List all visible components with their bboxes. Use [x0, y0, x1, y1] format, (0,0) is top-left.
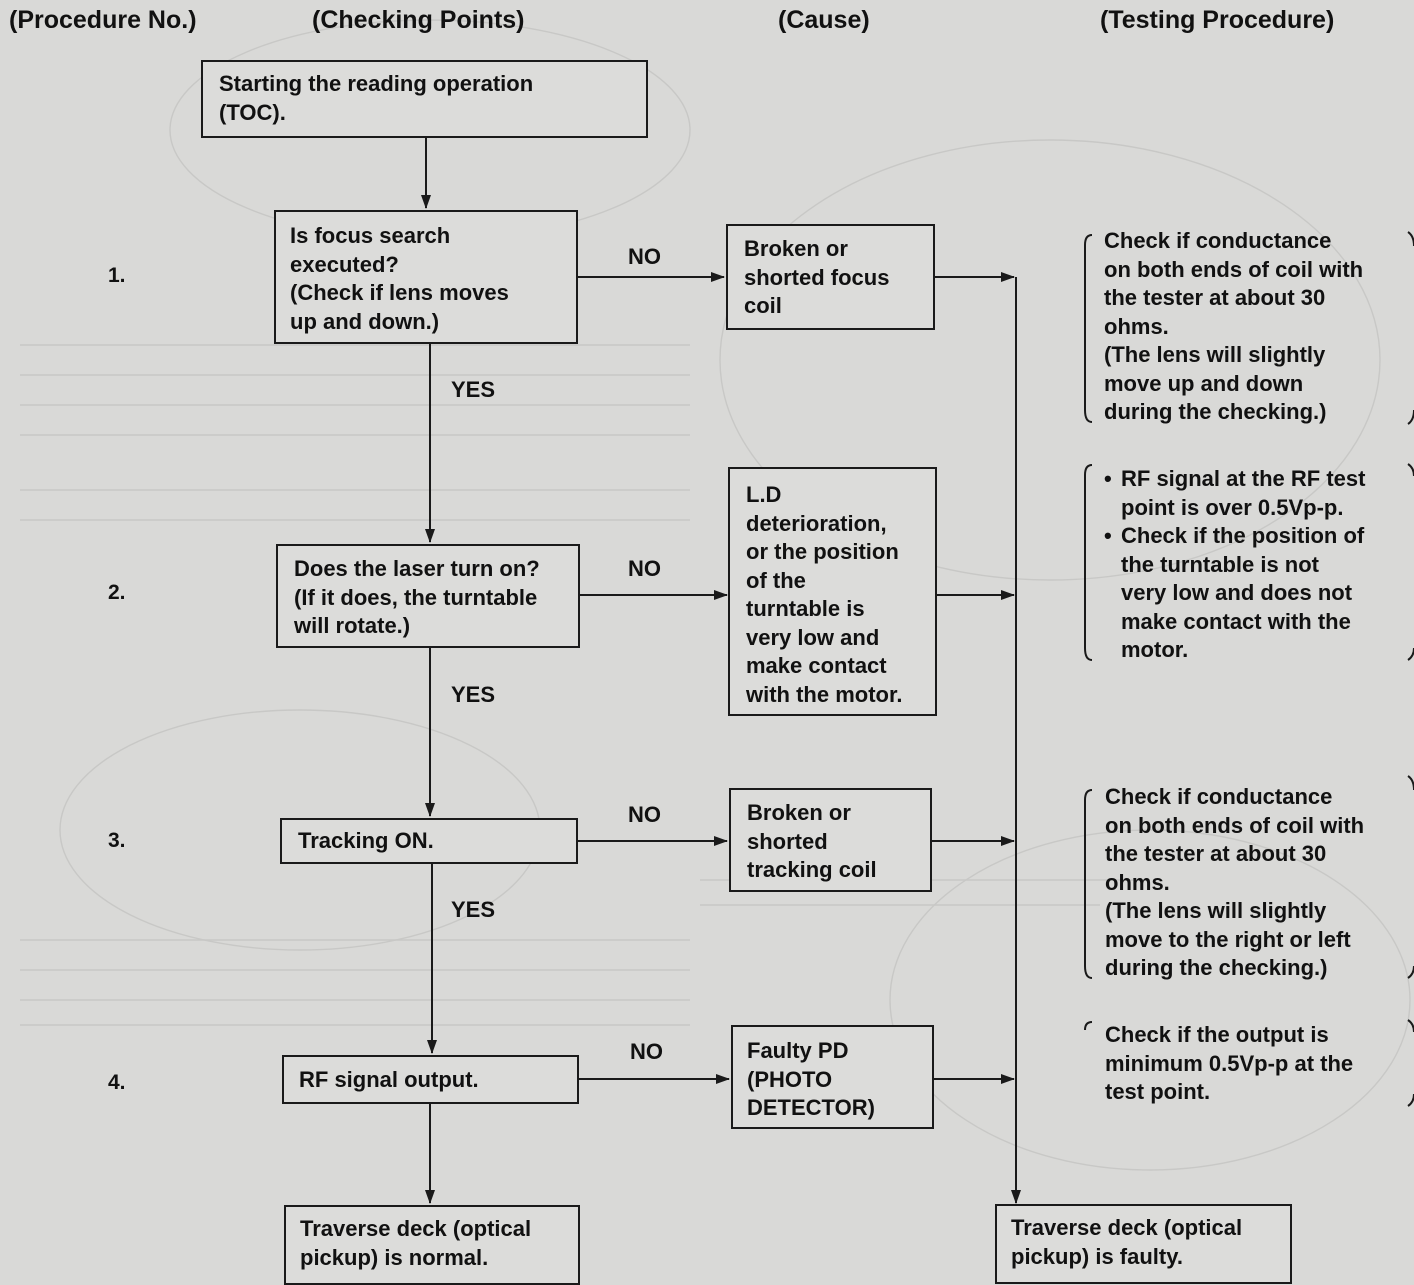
cause-box-focus-coil: Broken or shorted focus coil — [726, 224, 935, 330]
header-procedure-no: (Procedure No.) — [9, 6, 197, 34]
test-line: Check if conductance — [1104, 228, 1332, 253]
test-line: test point. — [1105, 1079, 1211, 1104]
no-label: NO — [630, 1039, 663, 1064]
header-checking-points: (Checking Points) — [312, 6, 525, 34]
start-box: Starting the reading operation (TOC). — [201, 60, 648, 138]
bullet-dot-icon: • — [1104, 523, 1112, 548]
test-procedure-2: • RF signal at the RF test point is over… — [1104, 465, 1365, 665]
step-number: 1. — [108, 264, 126, 287]
result-line: pickup) is normal. — [300, 1244, 489, 1270]
test-line: on both ends of coil with — [1104, 256, 1364, 282]
cause-line: Broken or — [744, 236, 848, 261]
result-box-normal: Traverse deck (optical pickup) is normal… — [284, 1205, 580, 1285]
check-box-tracking: Tracking ON. — [280, 818, 578, 864]
test-line: Check if conductance — [1105, 784, 1333, 809]
step-number: 2. — [108, 581, 126, 604]
cause-line: Broken or — [747, 800, 851, 825]
yes-label: YES — [451, 682, 496, 707]
step-number: 4. — [108, 1071, 126, 1094]
test-line: RF signal at the RF test — [1121, 466, 1366, 491]
no-label: NO — [628, 802, 661, 827]
no-label: NO — [628, 556, 661, 581]
check-line: Is focus search — [290, 223, 451, 248]
test-line: very low and does not — [1121, 580, 1353, 605]
test-procedure-1: Check if conductance on both ends of coi… — [1104, 227, 1363, 427]
test-bullet: • Check if the position of the turntable… — [1104, 522, 1365, 665]
check-box-laser: Does the laser turn on? (If it does, the… — [276, 544, 580, 648]
test-procedure-4: Check if the output is minimum 0.5Vp-p a… — [1105, 1021, 1353, 1107]
result-line: Traverse deck (optical — [1011, 1215, 1243, 1240]
cause-line: DETECTOR) — [747, 1095, 875, 1120]
result-line: pickup) is faulty. — [1011, 1243, 1183, 1269]
check-line: Tracking ON. — [298, 828, 434, 853]
test-bullet: • RF signal at the RF test point is over… — [1104, 465, 1365, 522]
yes-label: YES — [451, 377, 496, 402]
test-line: (The lens will slightly — [1104, 342, 1326, 367]
test-line: ohms. — [1105, 869, 1170, 895]
test-line: the tester at about 30 — [1105, 841, 1327, 866]
test-line: during the checking.) — [1105, 955, 1328, 980]
check-line: will rotate.) — [294, 613, 411, 638]
cause-line: make contact — [746, 653, 887, 678]
test-line: ohms. — [1104, 313, 1169, 339]
start-line: (TOC). — [219, 99, 286, 125]
cause-line: turntable is — [746, 596, 865, 621]
test-procedure-3: Check if conductance on both ends of coi… — [1105, 783, 1364, 983]
test-line: move up and down — [1104, 370, 1304, 396]
cause-line: shorted focus — [744, 264, 890, 290]
check-line: up and down.) — [290, 308, 440, 334]
test-line: point is over 0.5Vp-p. — [1121, 494, 1344, 520]
cause-line: (PHOTO — [747, 1066, 833, 1092]
test-line: minimum 0.5Vp-p at the — [1105, 1050, 1354, 1076]
cause-line: shorted — [747, 828, 828, 854]
result-box-faulty: Traverse deck (optical pickup) is faulty… — [995, 1204, 1292, 1284]
test-line: motor. — [1121, 637, 1189, 662]
step-number: 3. — [108, 829, 126, 852]
cause-line: with the motor. — [746, 681, 903, 707]
cause-box-laser-diode: L.D deterioration, or the position of th… — [728, 467, 937, 716]
check-box-focus-search: Is focus search executed? (Check if lens… — [274, 210, 578, 344]
test-line: during the checking.) — [1104, 399, 1327, 424]
check-line: Does the laser turn on? — [294, 556, 540, 581]
cause-box-photo-detector: Faulty PD (PHOTO DETECTOR) — [731, 1025, 934, 1129]
test-line: make contact with the — [1121, 608, 1351, 634]
test-line: move to the right or left — [1105, 926, 1351, 952]
test-line: the turntable is not — [1121, 551, 1319, 577]
test-line: Check if the output is — [1105, 1022, 1329, 1047]
check-line: executed? — [290, 251, 399, 277]
cause-line: L.D — [746, 482, 782, 507]
check-line: (Check if lens moves — [290, 280, 509, 305]
cause-line: coil — [744, 293, 782, 318]
check-line: RF signal output. — [299, 1067, 479, 1092]
start-line: Starting the reading operation — [219, 71, 534, 96]
header-cause: (Cause) — [778, 6, 870, 34]
check-box-rf-signal: RF signal output. — [282, 1055, 579, 1104]
cause-line: Faulty PD — [747, 1038, 849, 1063]
header-testing-procedure: (Testing Procedure) — [1100, 6, 1335, 34]
cause-line: tracking coil — [747, 857, 877, 882]
check-line: (If it does, the turntable — [294, 584, 538, 610]
no-label: NO — [628, 244, 661, 269]
test-line: on both ends of coil with — [1105, 812, 1365, 838]
test-line: (The lens will slightly — [1105, 898, 1327, 923]
bullet-dot-icon: • — [1104, 466, 1112, 491]
cause-line: or the position — [746, 539, 899, 564]
cause-line: deterioration, — [746, 510, 887, 536]
result-line: Traverse deck (optical — [300, 1216, 532, 1241]
yes-label: YES — [451, 897, 496, 922]
cause-line: very low and — [746, 624, 880, 650]
cause-line: of the — [746, 567, 806, 593]
test-line: the tester at about 30 — [1104, 285, 1326, 310]
cause-box-tracking-coil: Broken or shorted tracking coil — [729, 788, 932, 892]
test-line: Check if the position of — [1121, 523, 1365, 548]
